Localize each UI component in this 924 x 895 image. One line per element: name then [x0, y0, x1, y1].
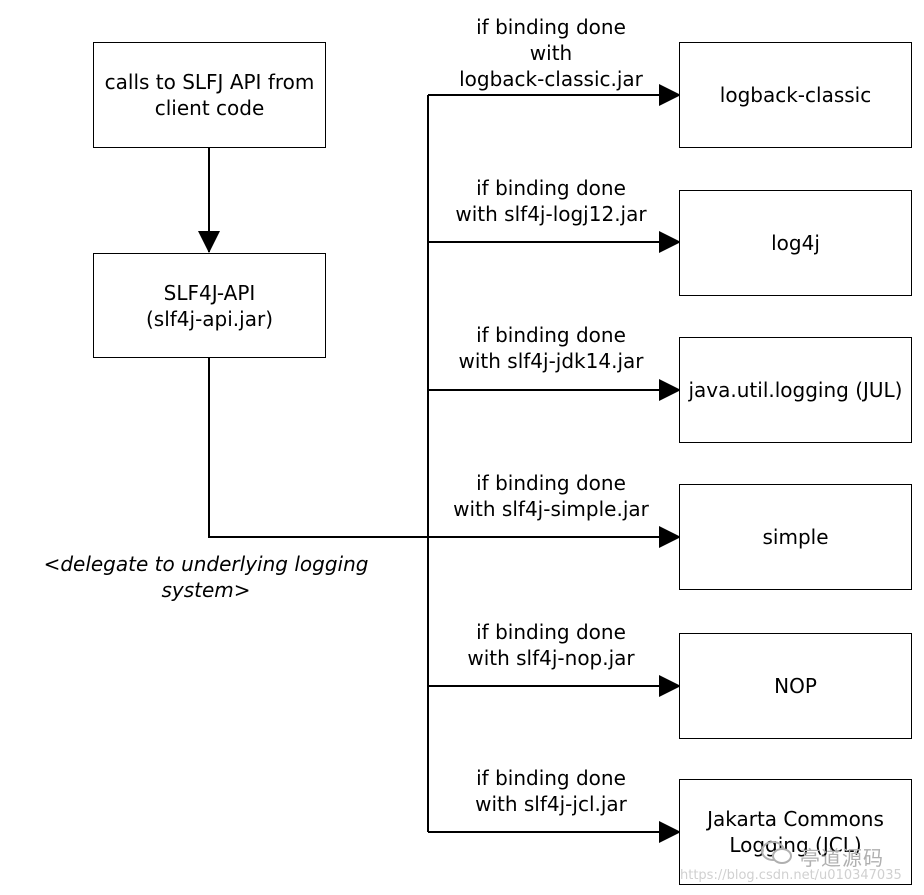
client-code-label: calls to SLFJ API from client code: [104, 70, 315, 120]
logback-classic-label: logback-classic: [719, 83, 872, 107]
jul-label: java.util.logging (JUL): [688, 378, 903, 402]
edge-label-jul: if binding done with slf4j-jdk14.jar: [458, 323, 644, 373]
edge-label-logback: if binding done with logback-classic.jar: [459, 15, 643, 91]
slf4j-api-label: SLF4J-API (slf4j-api.jar): [145, 280, 274, 331]
nop-label: NOP: [774, 674, 817, 698]
slf4j-api-box: SLF4J-API (slf4j-api.jar): [93, 253, 326, 358]
simple-box: simple: [679, 484, 912, 590]
logback-classic-box: logback-classic: [679, 42, 912, 148]
jul-box: java.util.logging (JUL): [679, 337, 912, 443]
log4j-box: log4j: [679, 190, 912, 296]
delegate-note: <delegate to underlying logging system>: [43, 552, 369, 602]
log4j-label: log4j: [771, 231, 820, 255]
watermark-url: https://blog.csdn.net/u010347035: [680, 868, 902, 883]
edge-label-log4j: if binding done with slf4j-logj12.jar: [455, 176, 647, 226]
line-api-to-bus: [208, 358, 428, 538]
watermark-text: 亭道源码: [800, 846, 884, 870]
edge-label-simple: if binding done with slf4j-simple.jar: [453, 471, 649, 521]
simple-label: simple: [762, 525, 829, 549]
edge-label-nop: if binding done with slf4j-nop.jar: [467, 620, 635, 670]
edge-label-jcl: if binding done with slf4j-jcl.jar: [475, 766, 627, 816]
jcl-box: Jakarta Commons Logging (JCL): [679, 779, 912, 885]
nop-box: NOP: [679, 633, 912, 739]
client-code-box: calls to SLFJ API from client code: [93, 42, 326, 148]
wechat-icon: [761, 841, 792, 864]
jcl-label: Jakarta Commons Logging (JCL): [707, 807, 884, 857]
